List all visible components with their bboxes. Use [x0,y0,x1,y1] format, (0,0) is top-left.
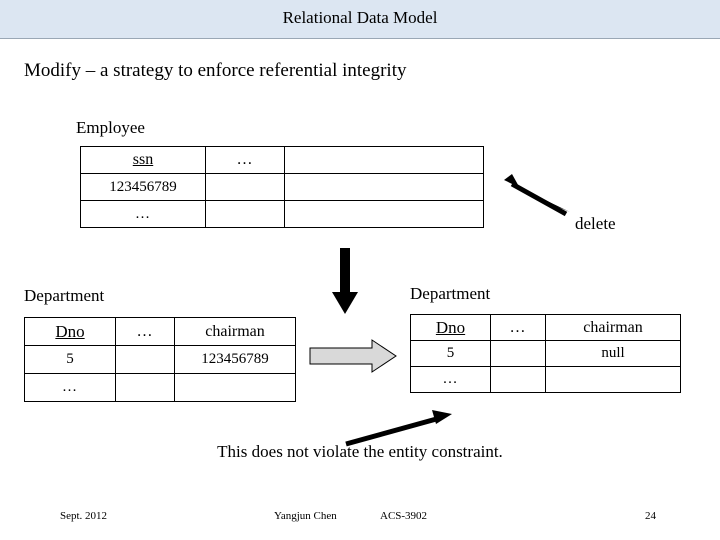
dept-right-cell-dno-2: … [410,366,491,393]
table-row: Dno … chairman [410,314,681,341]
table-row: Dno … chairman [24,317,296,346]
down-arrow-icon [332,248,358,314]
dept-left-cell-chairman-1: 123456789 [174,345,296,374]
employee-cell-mid-2 [205,200,285,228]
table-row: ssn … [80,146,484,174]
dept-right-cell-chairman-2 [545,366,681,393]
employee-cell-last-2 [284,200,484,228]
table-row: 5 123456789 [24,345,296,374]
dept-left-cell-dno-1: 5 [24,345,116,374]
dept-right-cell-mid-1 [490,340,546,367]
dept-left-cell-mid-2 [115,373,175,402]
note-text: This does not violate the entity constra… [217,442,503,461]
delete-label: delete [575,214,616,233]
subtitle: Modify – a strategy to enforce referenti… [24,60,407,81]
employee-cell-ssn-2: … [80,200,206,228]
dept-right-header-ellipsis: … [490,314,546,341]
department-left-label: Department [24,286,105,305]
dept-right-header-dno: Dno [410,314,491,341]
dept-left-cell-dno-2: … [24,373,116,402]
employee-header-blank [284,146,484,174]
table-row: 123456789 [80,173,484,201]
dept-left-header-chairman: chairman [174,317,296,346]
dept-right-cell-mid-2 [490,366,546,393]
employee-cell-ssn-1: 123456789 [80,173,206,201]
employee-header-ssn: ssn [80,146,206,174]
page-title: Relational Data Model [282,8,438,27]
table-row: … [24,373,296,402]
department-right-table: Dno … chairman 5 null … [410,314,681,393]
dept-left-cell-mid-1 [115,345,175,374]
footer-page-number: 24 [645,510,656,522]
dept-left-header-ellipsis: … [115,317,175,346]
note-arrow-icon [345,410,452,447]
transform-arrow-icon [309,339,397,373]
footer-date: Sept. 2012 [60,510,108,522]
dept-left-cell-chairman-2 [174,373,296,402]
title-bar: Relational Data Model [0,0,720,39]
table-row: … [410,366,681,393]
footer-author: Yangjun Chen [274,510,337,522]
employee-cell-last-1 [284,173,484,201]
employee-table: ssn … 123456789 … [80,146,484,228]
employee-table-label: Employee [76,118,145,137]
department-right-label: Department [410,284,491,303]
department-left-table: Dno … chairman 5 123456789 … [24,317,296,402]
delete-arrow-icon [504,174,570,217]
dept-right-cell-chairman-1: null [545,340,681,367]
table-row: … [80,200,484,228]
dept-right-header-chairman: chairman [545,314,681,341]
dept-left-header-dno: Dno [24,317,116,346]
employee-cell-mid-1 [205,173,285,201]
employee-header-ellipsis: … [205,146,285,174]
dept-right-cell-dno-1: 5 [410,340,491,367]
table-row: 5 null [410,340,681,367]
footer-course: ACS-3902 [380,510,428,522]
